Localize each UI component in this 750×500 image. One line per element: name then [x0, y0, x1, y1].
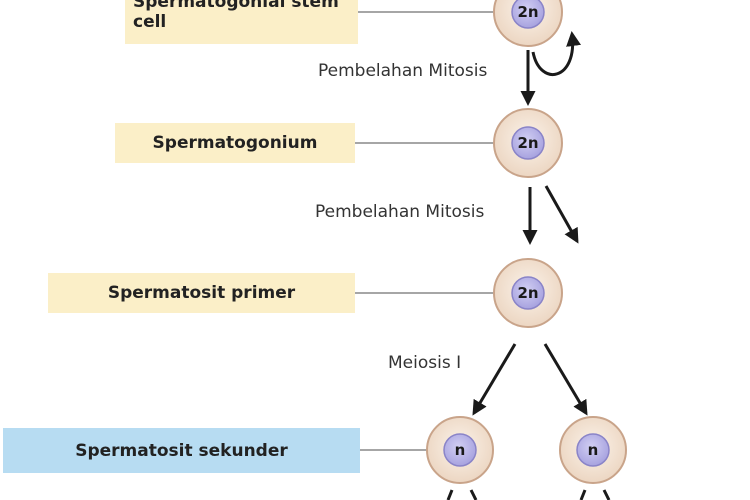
secondary-label-box	[3, 428, 360, 473]
spermatogonium-ploidy: 2n	[517, 134, 539, 152]
meiosis-2-arrow-right-b	[602, 489, 611, 500]
secondary-spermatocyte-cell-left	[426, 416, 494, 484]
secondary-left-ploidy: n	[454, 441, 466, 459]
stem-cell-label-line2: cell	[133, 12, 167, 32]
primary-spermatocyte-cell	[493, 258, 563, 328]
primary-label-box	[48, 273, 355, 313]
meiosis-2-arrow-right-a	[579, 489, 587, 500]
meiosis-step-label: Meiosis I	[388, 353, 462, 373]
meiosis-arrow-right	[543, 343, 588, 416]
stem-cell	[493, 0, 563, 47]
spermatogonium-label-box	[115, 123, 355, 163]
stem-cell-label-line1: Spermatogonial stem	[133, 0, 339, 12]
meiosis-2-arrow-left-b	[469, 489, 478, 500]
self-renewal-arrow	[531, 31, 581, 76]
mitosis-arrow-2-diagonal	[544, 185, 579, 244]
primary-spermatocyte-ploidy: 2n	[517, 284, 539, 302]
primary-spermatocyte-label: Spermatosit primer	[107, 283, 296, 303]
mitosis-step-label-2: Pembelahan Mitosis	[315, 202, 485, 222]
stem-cell-label-box	[125, 0, 358, 44]
secondary-spermatocyte-label: Spermatosit sekunder	[75, 440, 288, 461]
mitosis-step-label-1: Pembelahan Mitosis	[318, 61, 488, 81]
spermatogonium-cell	[493, 108, 563, 178]
stem-cell-ploidy: 2n	[517, 3, 539, 21]
spermatogonium-label: Spermatogonium	[152, 133, 318, 153]
stem-cell-label: Spermatogonial stem cell	[125, 0, 358, 44]
secondary-right-ploidy: n	[587, 441, 599, 459]
meiosis-arrow-left	[472, 343, 517, 416]
secondary-spermatocyte-cell-right	[559, 416, 627, 484]
meiosis-2-arrow-left-a	[446, 489, 454, 500]
